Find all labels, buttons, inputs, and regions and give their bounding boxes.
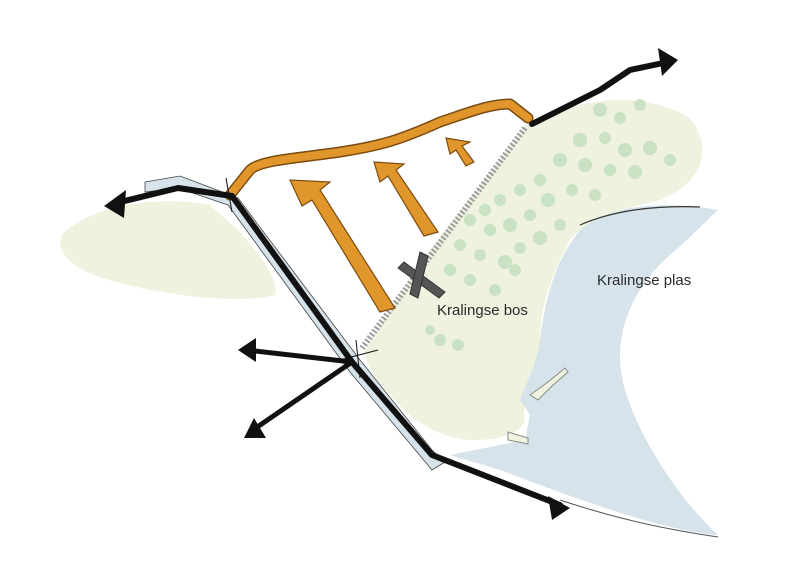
railway <box>359 126 528 350</box>
orange-route <box>224 98 534 201</box>
kralingse-plas-water <box>450 205 718 536</box>
label-kralingse-plas: Kralingse plas <box>597 272 692 289</box>
bridge-ticks <box>225 177 379 379</box>
arrow-large <box>289 179 396 313</box>
road-northeast <box>529 59 671 127</box>
road-west-upper <box>243 347 355 365</box>
tree-group <box>425 99 676 351</box>
label-kralingse-bos: Kralingse bos <box>437 302 528 319</box>
arrow-head-icon <box>238 338 256 362</box>
arrow-small <box>445 137 475 167</box>
jetty <box>507 367 569 445</box>
x-cross-icon <box>397 251 446 299</box>
arrow-medium <box>373 161 439 237</box>
orange-route-fill <box>226 100 532 199</box>
roads <box>109 59 671 508</box>
lake-shoreline <box>579 206 701 226</box>
orange-arrows <box>289 137 475 313</box>
arrow-heads <box>104 48 678 520</box>
arrow-head-icon <box>658 48 678 76</box>
main-road <box>109 185 563 508</box>
arrow-head-icon <box>548 496 570 520</box>
lake-shoreline-south <box>559 499 719 538</box>
road-west-lower <box>247 359 355 435</box>
land-west <box>60 201 276 300</box>
forest-area <box>365 100 703 441</box>
arrow-head-icon <box>244 418 266 438</box>
arrow-head-icon <box>104 190 126 218</box>
